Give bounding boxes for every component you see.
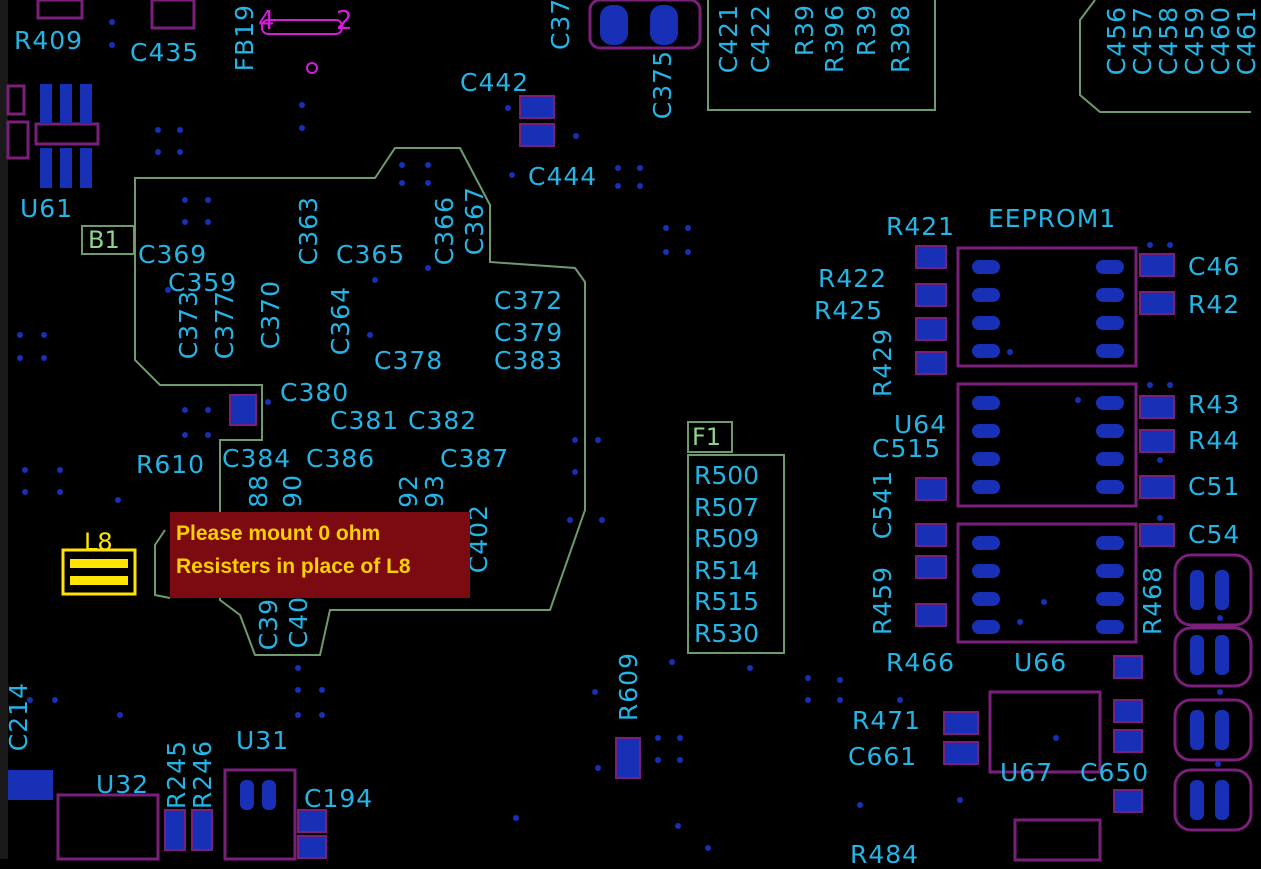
designator-r44x[interactable]: R44	[1188, 426, 1241, 455]
designator-r422[interactable]: R422	[818, 264, 888, 293]
designator-c363[interactable]: C363	[294, 196, 323, 266]
group-b1[interactable]: B1	[88, 226, 120, 254]
designator-r398[interactable]: R398	[886, 4, 915, 74]
designator-r609[interactable]: R609	[614, 652, 643, 722]
designator-c384[interactable]: C384	[222, 444, 292, 473]
f1-member[interactable]: R530	[694, 618, 760, 648]
designator-c460[interactable]: C460	[1206, 6, 1235, 76]
designator-r43x[interactable]: R43	[1188, 390, 1241, 419]
annotation-line-2: Resisters in place of L8	[176, 554, 411, 578]
designator-c458[interactable]: C458	[1154, 6, 1183, 76]
designator-c383[interactable]: C383	[494, 346, 564, 375]
designator-c51x[interactable]: C51	[1188, 472, 1241, 501]
designator-c379[interactable]: C379	[494, 318, 564, 347]
designator-r395[interactable]: R39	[790, 4, 819, 57]
annotation-line-1: Please mount 0 ohm	[176, 522, 381, 545]
designator-c39x[interactable]: C39	[254, 598, 283, 651]
designator-c393[interactable]: 93	[420, 474, 449, 508]
designator-r396[interactable]: R396	[820, 4, 849, 74]
designator-u61[interactable]: U61	[20, 194, 74, 223]
designator-r429[interactable]: R429	[868, 328, 897, 398]
designator-c392[interactable]: 92	[394, 474, 423, 508]
designator-c661[interactable]: C661	[848, 742, 918, 771]
designator-u66[interactable]: U66	[1014, 648, 1068, 677]
designator-c457[interactable]: C457	[1128, 6, 1157, 76]
designator-r484[interactable]: R484	[850, 840, 920, 869]
designator-c444[interactable]: C444	[528, 162, 598, 191]
designator-c373[interactable]: C373	[174, 290, 203, 360]
designator-c461[interactable]: C461	[1232, 6, 1261, 76]
designator-c369[interactable]: C369	[138, 240, 208, 269]
designator-c3xx[interactable]: C375	[546, 0, 575, 50]
designator-c387[interactable]: C387	[440, 444, 510, 473]
designator-c388[interactable]: 88	[244, 474, 273, 508]
designator-c386[interactable]: C386	[306, 444, 376, 473]
designator-r246[interactable]: R246	[188, 740, 217, 810]
designator-c366[interactable]: C366	[430, 196, 459, 266]
designator-eeprom1[interactable]: EEPROM1	[988, 204, 1117, 233]
pin-number-4: 4	[258, 6, 275, 36]
designator-r610[interactable]: R610	[136, 450, 206, 479]
f1-member[interactable]: R509	[694, 524, 760, 553]
designator-c515[interactable]: C515	[872, 434, 942, 463]
designator-c390[interactable]: 90	[278, 474, 307, 508]
designator-c378[interactable]: C378	[374, 346, 444, 375]
designator-c380[interactable]: C380	[280, 378, 350, 407]
designator-c40x[interactable]: C40	[284, 596, 313, 649]
designator-c541[interactable]: C541	[868, 470, 897, 540]
group-f1[interactable]: F1	[692, 423, 722, 451]
designator-c377[interactable]: C377	[210, 290, 239, 360]
designator-c421[interactable]: C421	[714, 4, 743, 74]
designator-c442[interactable]: C442	[460, 68, 530, 97]
designator-c367[interactable]: C367	[460, 186, 489, 256]
designator-u64[interactable]: U64	[894, 410, 948, 439]
designator-c54x[interactable]: C54	[1188, 520, 1241, 549]
designator-r421[interactable]: R421	[886, 212, 956, 241]
designator-c359[interactable]: C359	[168, 268, 238, 297]
designator-fb19[interactable]: FB19	[230, 4, 259, 72]
designator-r245[interactable]: R245	[162, 740, 191, 810]
designator-c364[interactable]: C364	[326, 286, 355, 356]
designator-l8[interactable]: L8	[84, 528, 113, 556]
designator-r409[interactable]: R409	[14, 26, 84, 55]
designator-c365[interactable]: C365	[336, 240, 406, 269]
designator-c46x[interactable]: C46	[1188, 252, 1241, 281]
designator-r459[interactable]: R459	[868, 566, 897, 636]
designator-c459[interactable]: C459	[1180, 6, 1209, 76]
designator-c435[interactable]: C435	[130, 38, 200, 67]
designator-r425[interactable]: R425	[814, 296, 884, 325]
designator-u31[interactable]: U31	[236, 726, 290, 755]
f1-member[interactable]: R515	[694, 587, 760, 616]
f1-member[interactable]: R500	[694, 461, 760, 490]
f1-member-list: R500 R507 R509 R514 R515 R530	[694, 460, 759, 649]
designator-c456[interactable]: C456	[1102, 6, 1131, 76]
designator-r466[interactable]: R466	[886, 648, 956, 677]
designator-r468[interactable]: R468	[1138, 566, 1167, 636]
designator-c214[interactable]: C214	[4, 682, 33, 752]
designator-c381[interactable]: C381	[330, 406, 400, 435]
designator-c370[interactable]: C370	[256, 280, 285, 350]
designator-r42x[interactable]: R42	[1188, 290, 1241, 319]
designator-u67[interactable]: U67	[1000, 758, 1054, 787]
pin-number-2: 2	[336, 6, 353, 36]
f1-member[interactable]: R514	[694, 555, 760, 585]
designator-c650[interactable]: C650	[1080, 758, 1150, 787]
designator-c375[interactable]: C375	[648, 50, 677, 120]
f1-member[interactable]: R507	[694, 492, 760, 522]
designator-u32[interactable]: U32	[96, 770, 150, 799]
designator-r471[interactable]: R471	[852, 706, 922, 735]
designator-c194[interactable]: C194	[304, 784, 374, 813]
designator-r397[interactable]: R39	[852, 4, 881, 57]
designator-c372[interactable]: C372	[494, 286, 564, 315]
annotation-note: Please mount 0 ohm Resisters in place of…	[170, 512, 470, 598]
designator-c382[interactable]: C382	[408, 406, 478, 435]
designator-c422[interactable]: C422	[746, 4, 775, 74]
